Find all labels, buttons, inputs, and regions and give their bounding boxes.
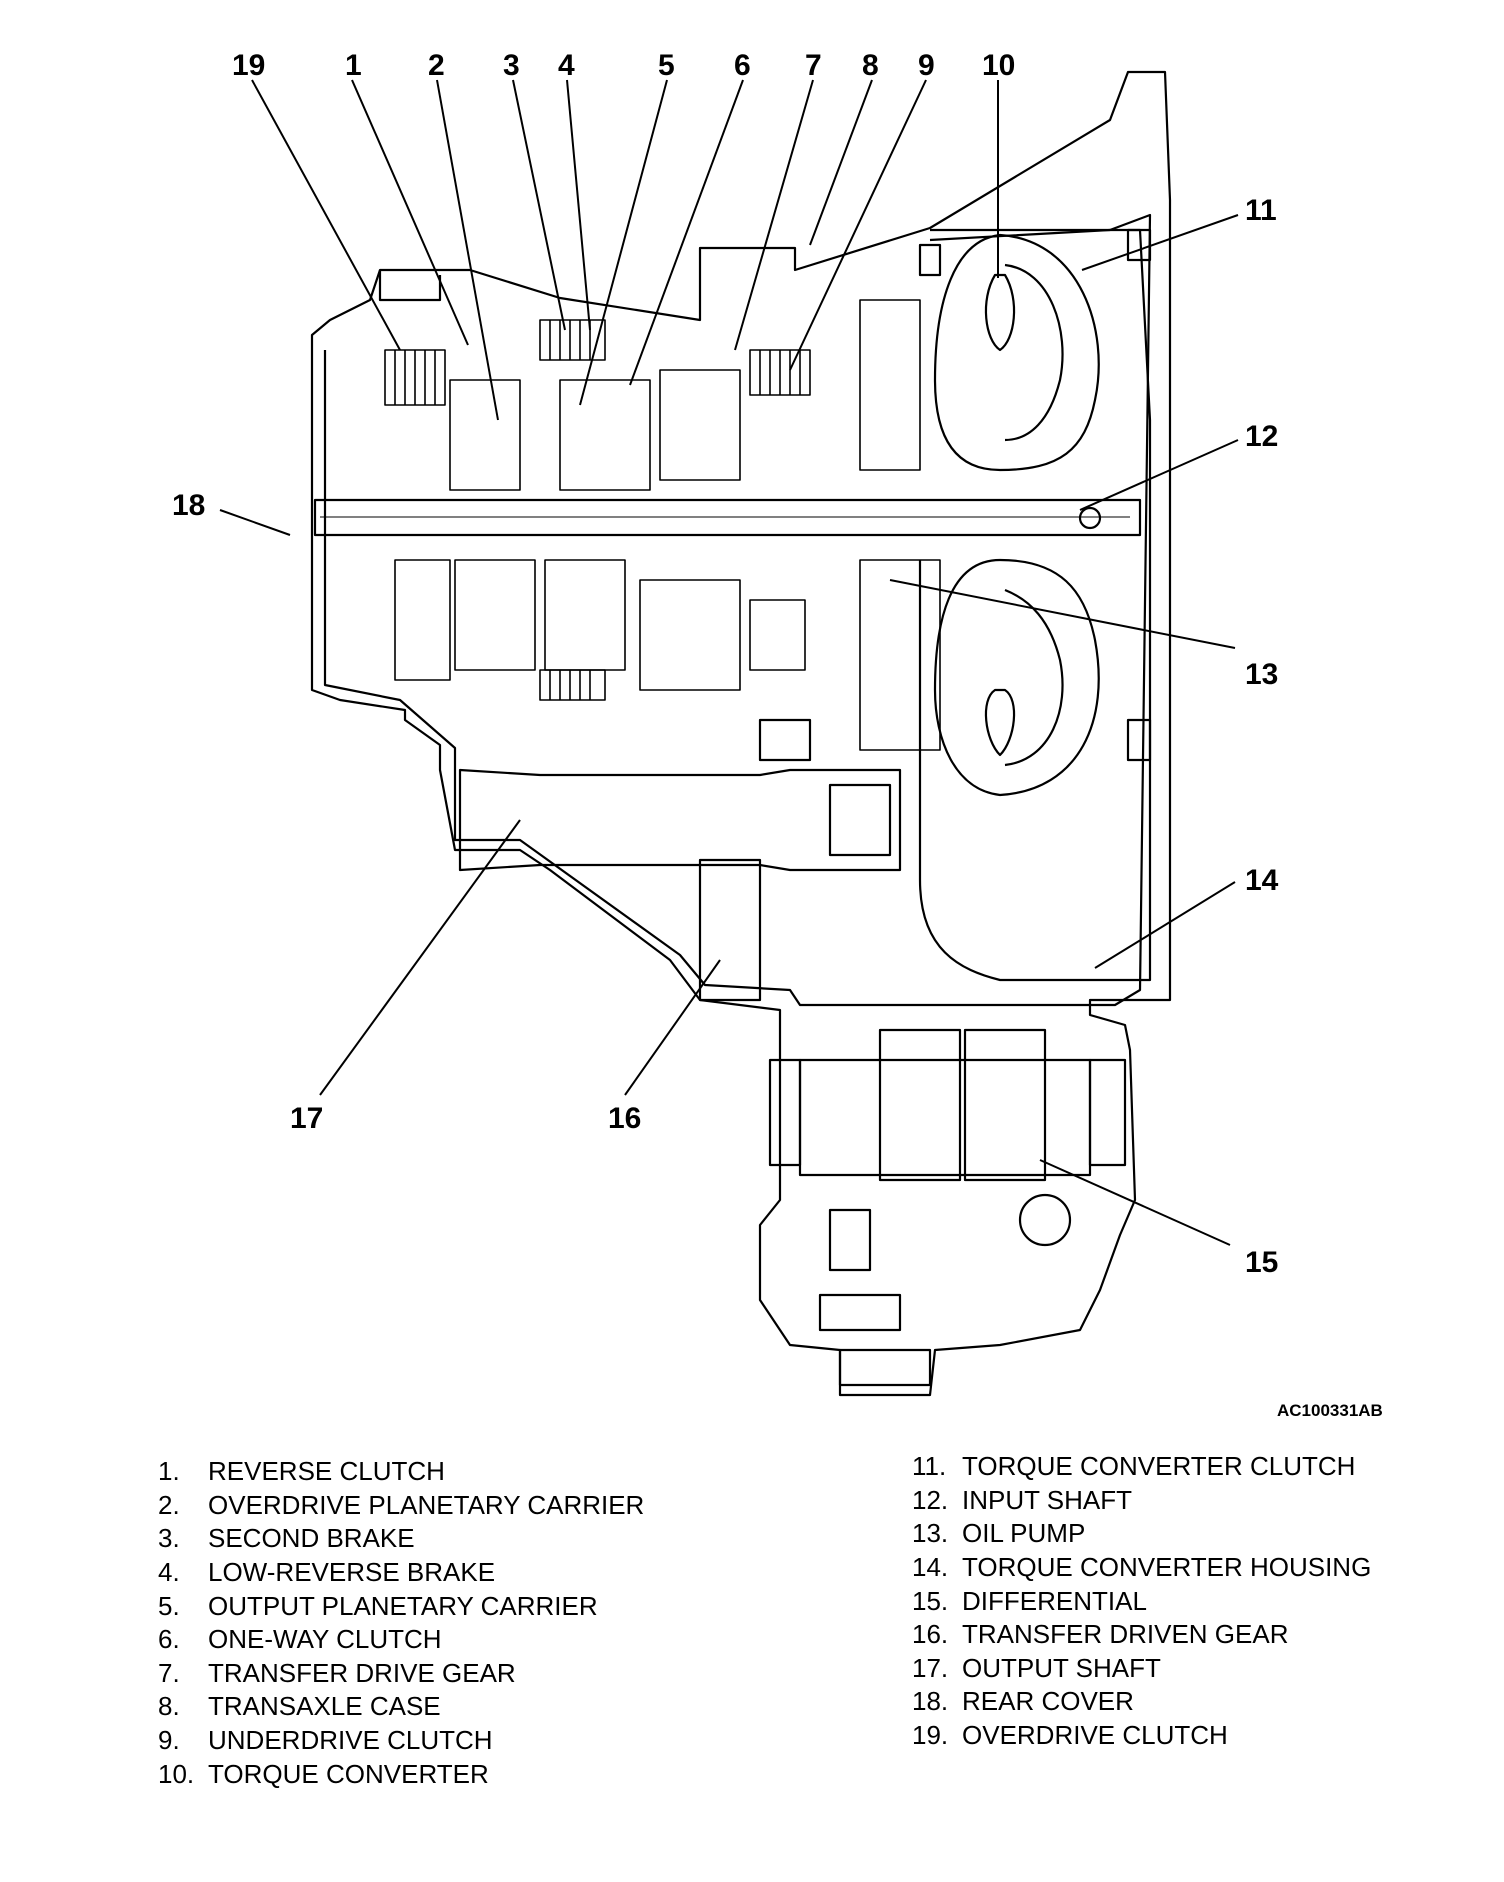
callout-8: 8: [862, 49, 879, 82]
legend-label: OVERDRIVE PLANETARY CARRIER: [208, 1489, 645, 1520]
legend-item: 3. SECOND BRAKE: [158, 1522, 858, 1556]
transaxle-cross-section-diagram: 19 1 2 3 4 5 6 7 8 9 10 11 12 13 14 15 1…: [172, 49, 1383, 1420]
legend-item: 10. TORQUE CONVERTER: [158, 1757, 858, 1791]
legend-label: TRANSAXLE CASE: [208, 1691, 441, 1722]
legend-item: 5. OUTPUT PLANETARY CARRIER: [158, 1589, 858, 1623]
legend-number: 18.: [912, 1686, 949, 1717]
legend-item: 4. LOW-REVERSE BRAKE: [158, 1556, 858, 1590]
legend-left-column: 1. REVERSE CLUTCH 2. OVERDRIVE PLANETARY C…: [158, 1455, 858, 1791]
callout-17: 17: [290, 1102, 323, 1135]
callout-2: 2: [428, 49, 445, 82]
legend-label: SECOND BRAKE: [208, 1523, 415, 1554]
callout-5: 5: [658, 49, 675, 82]
legend-number: 19.: [912, 1720, 949, 1751]
legend-label: TRANSFER DRIVE GEAR: [208, 1657, 516, 1688]
legend-number: 14.: [912, 1552, 949, 1583]
legend-label: TORQUE CONVERTER: [208, 1758, 489, 1789]
transaxle-drawing: [310, 70, 1172, 1397]
callout-14: 14: [1245, 864, 1279, 897]
legend-number: 11.: [912, 1451, 947, 1482]
callout-15: 15: [1245, 1246, 1278, 1279]
output-shaft: [458, 768, 902, 872]
legend-item: 16. TRANSFER DRIVEN GEAR: [912, 1618, 1504, 1652]
legend-number: 13.: [912, 1518, 949, 1549]
torque-converter-housing: [918, 228, 1152, 982]
callout-7: 7: [805, 49, 822, 82]
torque-converter-upper: [933, 233, 1100, 472]
legend-number: 9.: [158, 1725, 180, 1756]
legend-number: 12.: [912, 1484, 949, 1515]
legend-label: LOW-REVERSE BRAKE: [208, 1557, 496, 1588]
callout-1: 1: [345, 49, 362, 82]
legend-label: TRANSFER DRIVEN GEAR: [962, 1619, 1289, 1650]
legend-label: DIFFERENTIAL: [962, 1585, 1147, 1616]
legend-label: REAR COVER: [962, 1686, 1134, 1717]
callout-labels: 19 1 2 3 4 5 6 7 8 9 10 11 12 13 14 15 1…: [172, 49, 1279, 1279]
housing-outline: [310, 70, 1172, 1397]
legend-number: 4.: [158, 1557, 180, 1588]
legend-label: OVERDRIVE CLUTCH: [962, 1720, 1228, 1751]
legend-label: OUTPUT SHAFT: [962, 1652, 1161, 1683]
legend-label: OIL PUMP: [962, 1518, 1086, 1549]
clutch-packs-upper: [384, 299, 921, 491]
legend-number: 5.: [158, 1590, 180, 1621]
legend-item: 6. ONE-WAY CLUTCH: [158, 1623, 858, 1657]
legend-number: 2.: [158, 1489, 180, 1520]
legend-number: 17.: [912, 1652, 949, 1683]
callout-10: 10: [982, 49, 1015, 82]
legend-item: 15. DIFFERENTIAL: [912, 1584, 1504, 1618]
callout-19: 19: [232, 49, 265, 82]
callout-16: 16: [608, 1102, 641, 1135]
legend-item: 8. TRANSAXLE CASE: [158, 1690, 858, 1724]
legend-number: 7.: [158, 1657, 180, 1688]
clutch-packs-lower: [394, 559, 941, 751]
legend-label: ONE-WAY CLUTCH: [208, 1624, 442, 1655]
legend-item: 12. INPUT SHAFT: [912, 1484, 1504, 1518]
case-inner-wall: [323, 213, 1152, 1007]
callout-12: 12: [1245, 420, 1278, 453]
legend-number: 6.: [158, 1624, 180, 1655]
legend-item: 13. OIL PUMP: [912, 1517, 1504, 1551]
legend-item: 19. OVERDRIVE CLUTCH: [912, 1719, 1504, 1753]
legend-label: TORQUE CONVERTER CLUTCH: [962, 1451, 1356, 1482]
legend-number: 10.: [158, 1758, 195, 1789]
legend-item: 18. REAR COVER: [912, 1685, 1504, 1719]
input-shaft: [313, 498, 1142, 537]
callout-9: 9: [918, 49, 935, 82]
legend-number: 15.: [912, 1585, 949, 1616]
legend-item: 2. OVERDRIVE PLANETARY CARRIER: [158, 1489, 858, 1523]
legend-label: UNDERDRIVE CLUTCH: [208, 1725, 493, 1756]
legend-label: TORQUE CONVERTER HOUSING: [962, 1552, 1372, 1583]
callout-4: 4: [558, 49, 575, 82]
transfer-driven-gear: [698, 858, 762, 1002]
legend-label: INPUT SHAFT: [962, 1484, 1132, 1515]
leader-lines: [219, 79, 1239, 1246]
legend-item: 14. TORQUE CONVERTER HOUSING: [912, 1551, 1504, 1585]
callout-18: 18: [172, 489, 205, 522]
legend-item: 7. TRANSFER DRIVE GEAR: [158, 1657, 858, 1691]
legend-right-column: 11. TORQUE CONVERTER CLUTCH 12. INPUT SHAF…: [912, 1450, 1504, 1752]
legend-label: OUTPUT PLANETARY CARRIER: [208, 1590, 598, 1621]
figure-id: AC100331AB: [1277, 1401, 1383, 1420]
legend-item: 9. UNDERDRIVE CLUTCH: [158, 1724, 858, 1758]
differential: [798, 1058, 1092, 1177]
legend-item: 11. TORQUE CONVERTER CLUTCH: [912, 1450, 1504, 1484]
callout-13: 13: [1245, 658, 1278, 691]
legend-number: 3.: [158, 1523, 180, 1554]
legend-number: 8.: [158, 1691, 180, 1722]
legend-item: 17. OUTPUT SHAFT: [912, 1652, 1504, 1686]
legend-number: 16.: [912, 1619, 949, 1650]
callout-3: 3: [503, 49, 520, 82]
callout-6: 6: [734, 49, 751, 82]
callout-11: 11: [1245, 194, 1277, 227]
legend-label: REVERSE CLUTCH: [208, 1456, 445, 1487]
legend-number: 1.: [158, 1456, 180, 1487]
legend-item: 1. REVERSE CLUTCH: [158, 1455, 858, 1489]
